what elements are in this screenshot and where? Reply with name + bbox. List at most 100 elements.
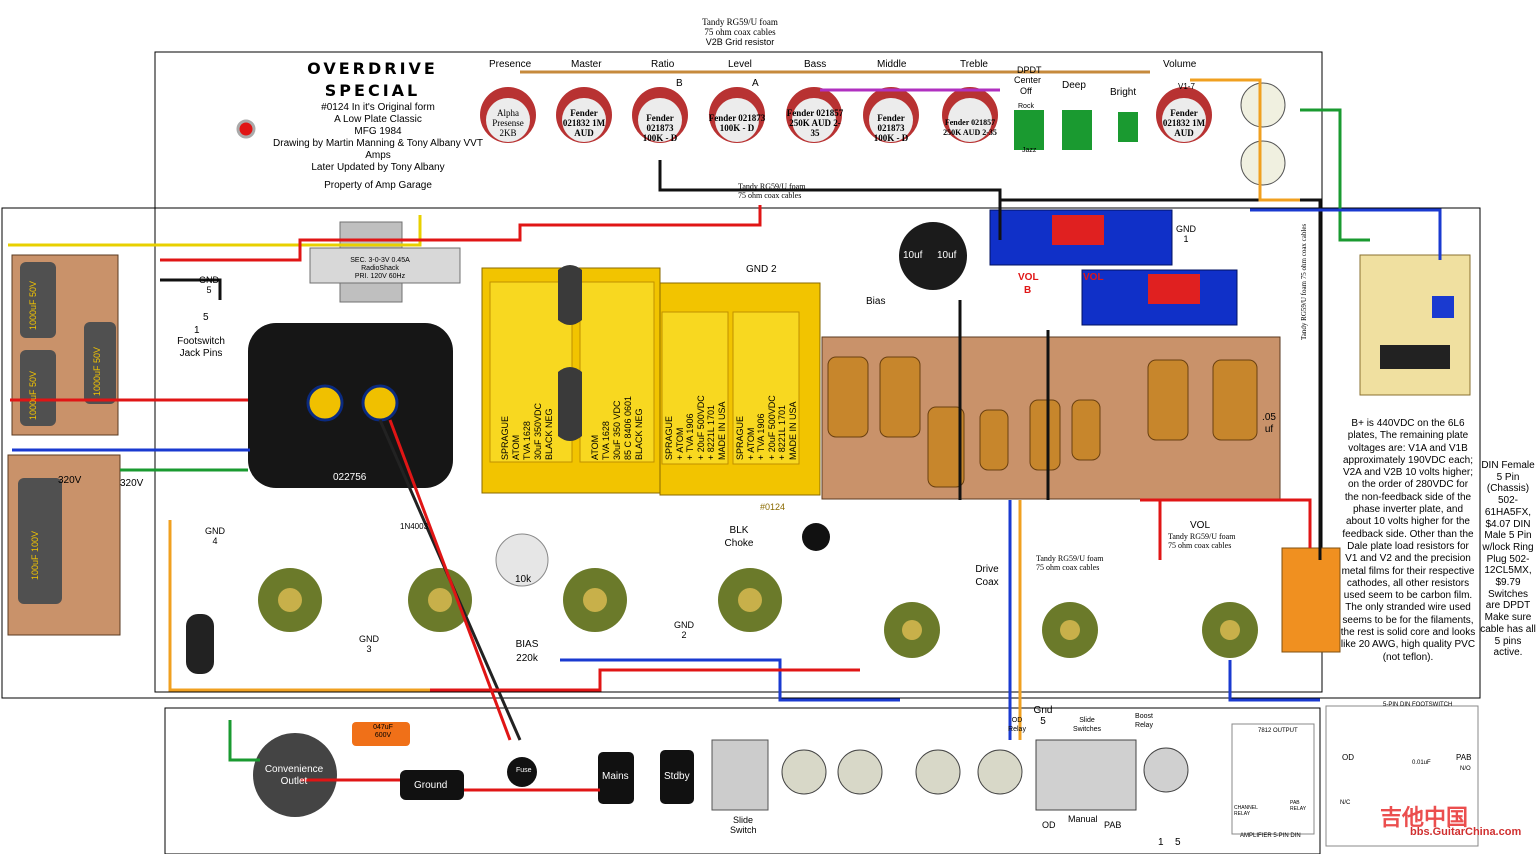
switch-off: Off bbox=[1020, 86, 1032, 96]
pot-volume-text: Fender 021832 1M AUD bbox=[1162, 108, 1206, 138]
dual-10uf-cap bbox=[899, 222, 967, 290]
switch-rock: Rock bbox=[1018, 103, 1034, 110]
sprague-cap-4 bbox=[732, 311, 800, 465]
info-line: Later Updated by Tony Albany bbox=[311, 162, 445, 173]
cap-100uf-label: 100uF 100V bbox=[30, 530, 40, 580]
din-socket bbox=[1143, 747, 1189, 793]
blk-choke-label: BLK Choke bbox=[724, 525, 754, 549]
coax-note-line: Tandy RG59/U foam bbox=[702, 17, 778, 27]
v320-label-b: 320V bbox=[120, 478, 144, 489]
jack-4 bbox=[977, 749, 1023, 795]
pot-mark-b: B bbox=[676, 78, 683, 89]
gnd1-label: GND 1 bbox=[1176, 224, 1196, 244]
manual-label: Manual bbox=[1068, 814, 1098, 824]
info-line: A Low Plate Classic bbox=[334, 114, 422, 125]
vol-label-b: VOL bbox=[1083, 272, 1104, 283]
cap-1000uf-a bbox=[20, 262, 56, 338]
pab-relay-label: PAB RELAY bbox=[1290, 800, 1307, 812]
sprague-text-line: + ATOM bbox=[745, 427, 756, 460]
coax-note-vol: Tandy RG59/U foam 75 ohm coax cables bbox=[1168, 532, 1235, 550]
convenience-outlet-label: Convenience Outlet bbox=[264, 764, 324, 787]
din-nc-label: N/C bbox=[1340, 800, 1351, 806]
switch-dpdt: DPDT bbox=[1017, 65, 1042, 75]
regulator-chip bbox=[1380, 345, 1450, 369]
glue-blob-b bbox=[558, 367, 582, 441]
transformer-text-line: SEC. 3-0-3V 0.45A bbox=[350, 257, 410, 264]
coax-note-side: Tandy RG59/U foam 75 ohm coax cables bbox=[1300, 224, 1308, 340]
output-schematic bbox=[1231, 723, 1315, 835]
pot-bass-text: Fender 021857 250K AUD 2-35 bbox=[786, 108, 844, 138]
coax-note-top: Tandy RG59/U foam 75 ohm coax cables V2B… bbox=[700, 17, 780, 47]
mains-switch bbox=[598, 752, 634, 804]
info-line: #0124 In it's Original form bbox=[321, 102, 435, 113]
sprague-text-line: MADE IN USA bbox=[716, 401, 727, 460]
board-number-label: #0124 bbox=[760, 502, 786, 512]
cap-047uf bbox=[352, 722, 410, 746]
gnd2-label: GND 2 bbox=[746, 264, 777, 275]
sprague-text-line: ATOM bbox=[511, 434, 521, 460]
gnd4-label: GND 4 bbox=[205, 526, 225, 546]
rear-panel-outline bbox=[164, 707, 1321, 854]
sprague-text-line: + 20uF 500VDC bbox=[695, 395, 706, 460]
pt-lead-a bbox=[306, 384, 344, 422]
transformer-text-line: RadioShack bbox=[361, 265, 399, 272]
gnd2-bottom-label: GND 2 bbox=[674, 620, 694, 640]
vol-lower-label: VOL bbox=[1190, 520, 1211, 531]
ground-label: Ground bbox=[414, 780, 448, 791]
sprague-text-line: + ATOM bbox=[674, 427, 685, 460]
din-pab-label: PAB bbox=[1456, 753, 1472, 762]
pot-treble-text: Fender 021857 250K AUD 2-35 bbox=[943, 118, 997, 137]
coax-note-line: 75 ohm coax cables bbox=[738, 191, 802, 200]
regulator-board bbox=[1359, 254, 1471, 396]
cap-1000uf-c-label: 1000uF 50V bbox=[92, 346, 102, 396]
speaker-jack-b bbox=[1240, 140, 1286, 186]
pot-ratio-text: Fender 021873 100K - D bbox=[642, 113, 678, 143]
drive-coax-label: Drive Coax bbox=[975, 564, 999, 588]
output-cap-block bbox=[1281, 547, 1341, 653]
cap-1000uf-a-label: 1000uF 50V bbox=[28, 280, 38, 330]
sprague-text-line: ATOM bbox=[590, 434, 600, 460]
convenience-outlet bbox=[253, 733, 337, 817]
sprague-text-line: TVA 1628 bbox=[522, 421, 532, 460]
switch-bright: Bright bbox=[1110, 87, 1137, 98]
deep-switch bbox=[1062, 110, 1092, 150]
label-ratio: Ratio bbox=[651, 59, 675, 70]
od-label: OD bbox=[1042, 820, 1056, 830]
footswitch-pin5: 5 bbox=[203, 312, 209, 323]
cap-1000uf-c bbox=[84, 322, 116, 404]
dpdt-switch-rock bbox=[1014, 110, 1044, 150]
coax-note-line: 75 ohm coax cables bbox=[1300, 223, 1308, 280]
channel-relay-label: CHANNEL RELAY bbox=[1234, 805, 1258, 817]
sprague-cap-2-text: ATOM TVA 1628 30uF 350 VDC 85 C 8406 060… bbox=[590, 396, 645, 460]
cap-1000uf-b bbox=[20, 350, 56, 426]
bias-pot bbox=[495, 533, 549, 587]
label-presence: Presence bbox=[489, 59, 532, 70]
cap-1000uf-b-label: 1000uF 50V bbox=[28, 370, 38, 420]
pt-number-label: 022756 bbox=[333, 472, 367, 483]
boost-relay-label: Boost Relay bbox=[1135, 713, 1153, 729]
standby-switch bbox=[660, 750, 694, 804]
cap-05uf-label: .05 uf bbox=[1262, 412, 1276, 435]
gnd3-label: GND 3 bbox=[359, 634, 379, 654]
power-transformer bbox=[248, 323, 453, 488]
ground-block bbox=[400, 770, 464, 800]
pot-mark-a: A bbox=[752, 78, 759, 89]
vol-label-a: VOL bbox=[1018, 272, 1039, 283]
cap-10uf-a-label: 10uf bbox=[903, 250, 923, 261]
chassis-bottom-outline bbox=[1, 207, 1481, 699]
footswitch-label: Footswitch Jack Pins bbox=[177, 336, 225, 359]
switch-jazz: Jazz bbox=[1022, 147, 1037, 154]
coax-note-line: Tandy RG59/U foam bbox=[738, 182, 806, 191]
coax-note-line: 75 ohm coax cables bbox=[1036, 563, 1100, 572]
coax-note-mid: Tandy RG59/U foam 75 ohm coax cables bbox=[738, 182, 805, 200]
info-line: Property of Amp Garage bbox=[324, 180, 432, 191]
title-info: #0124 In it's Original form A Low Plate … bbox=[258, 102, 498, 192]
slide-switch-body bbox=[711, 739, 769, 811]
board-capacitors bbox=[827, 356, 1258, 488]
coax-note-line: V2B Grid resistor bbox=[705, 37, 775, 47]
coax-note-drive: Tandy RG59/U foam 75 ohm coax cables bbox=[1036, 554, 1103, 572]
din-no-label: N/O bbox=[1460, 766, 1471, 772]
pin1-label: 1 bbox=[1158, 837, 1164, 848]
slide-switches bbox=[1035, 739, 1137, 811]
sprague-cap-2 bbox=[579, 281, 655, 463]
